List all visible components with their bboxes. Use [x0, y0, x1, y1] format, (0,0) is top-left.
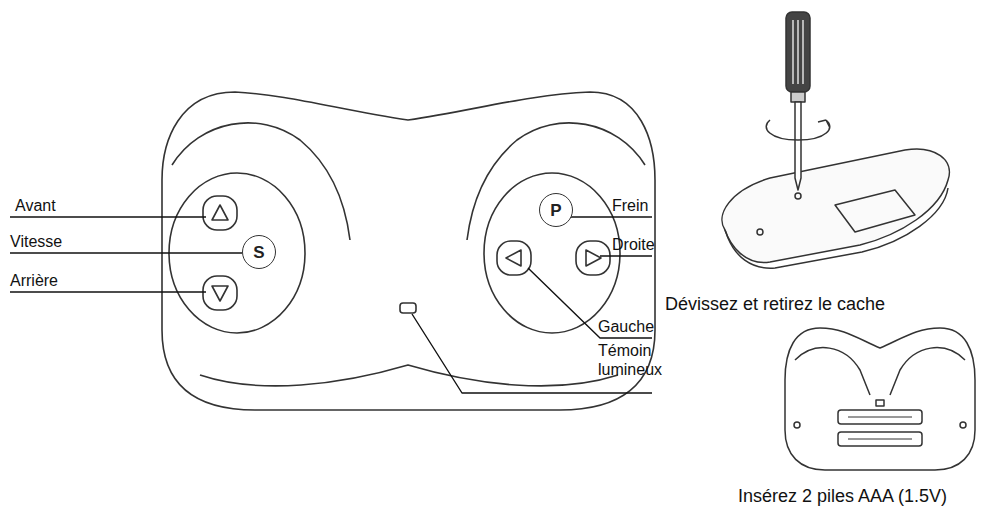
- unscrew-caption: Dévissez et retirez le cache: [665, 294, 885, 315]
- battery-label: [835, 190, 915, 232]
- handle-ridges: [793, 20, 803, 84]
- left-label: Gauche: [598, 317, 654, 336]
- cover-edge: [725, 188, 948, 268]
- remote-bottom-line: [200, 365, 618, 386]
- button-letter: P: [550, 202, 561, 219]
- left-button: [497, 241, 531, 275]
- back-hole: [960, 422, 966, 428]
- brake-button: P: [539, 193, 573, 227]
- leader-line: [600, 255, 652, 256]
- button-letter: S: [253, 244, 264, 261]
- back-cover: [722, 149, 949, 262]
- cover-hole: [757, 229, 763, 235]
- leader-line: [10, 216, 206, 217]
- right-button: [576, 241, 610, 275]
- screwdriver-shaft: [795, 102, 801, 190]
- leader-line: [570, 216, 652, 217]
- battery-clip: [876, 400, 884, 406]
- speed-label: Vitesse: [10, 232, 62, 251]
- right-arrow: [586, 250, 601, 266]
- screw: [795, 193, 801, 199]
- indicator-light: [400, 303, 416, 313]
- remote-back: [785, 328, 975, 470]
- back-hole: [794, 422, 800, 428]
- remote-face-line: [172, 123, 645, 240]
- right-label: Droite: [612, 235, 655, 254]
- forward-label: Avant: [15, 196, 56, 215]
- brake-label: Frein: [612, 196, 648, 215]
- remote-body: [162, 92, 655, 410]
- speed-button: S: [242, 235, 276, 269]
- leader-line: [10, 291, 206, 292]
- screwdriver-ferrule: [791, 92, 805, 102]
- reverse-label: Arrière: [10, 271, 58, 290]
- screwdriver-handle: [786, 12, 810, 92]
- reverse-button: [203, 276, 237, 310]
- back-face-line: [795, 348, 965, 395]
- battery-marking: [848, 417, 912, 439]
- left-arrow: [506, 250, 521, 266]
- reverse-arrow: [212, 286, 228, 301]
- battery-illustration: [785, 328, 975, 470]
- forward-arrow: [212, 205, 228, 220]
- unscrew-illustration: [722, 12, 949, 268]
- rotation-arrow: [766, 120, 830, 140]
- indicator-label: Témoin lumineux: [598, 341, 670, 379]
- right-pad: [484, 173, 620, 333]
- leader-line: [10, 252, 242, 253]
- battery-caption: Insérez 2 piles AAA (1.5V): [738, 486, 947, 507]
- forward-button: [203, 196, 237, 230]
